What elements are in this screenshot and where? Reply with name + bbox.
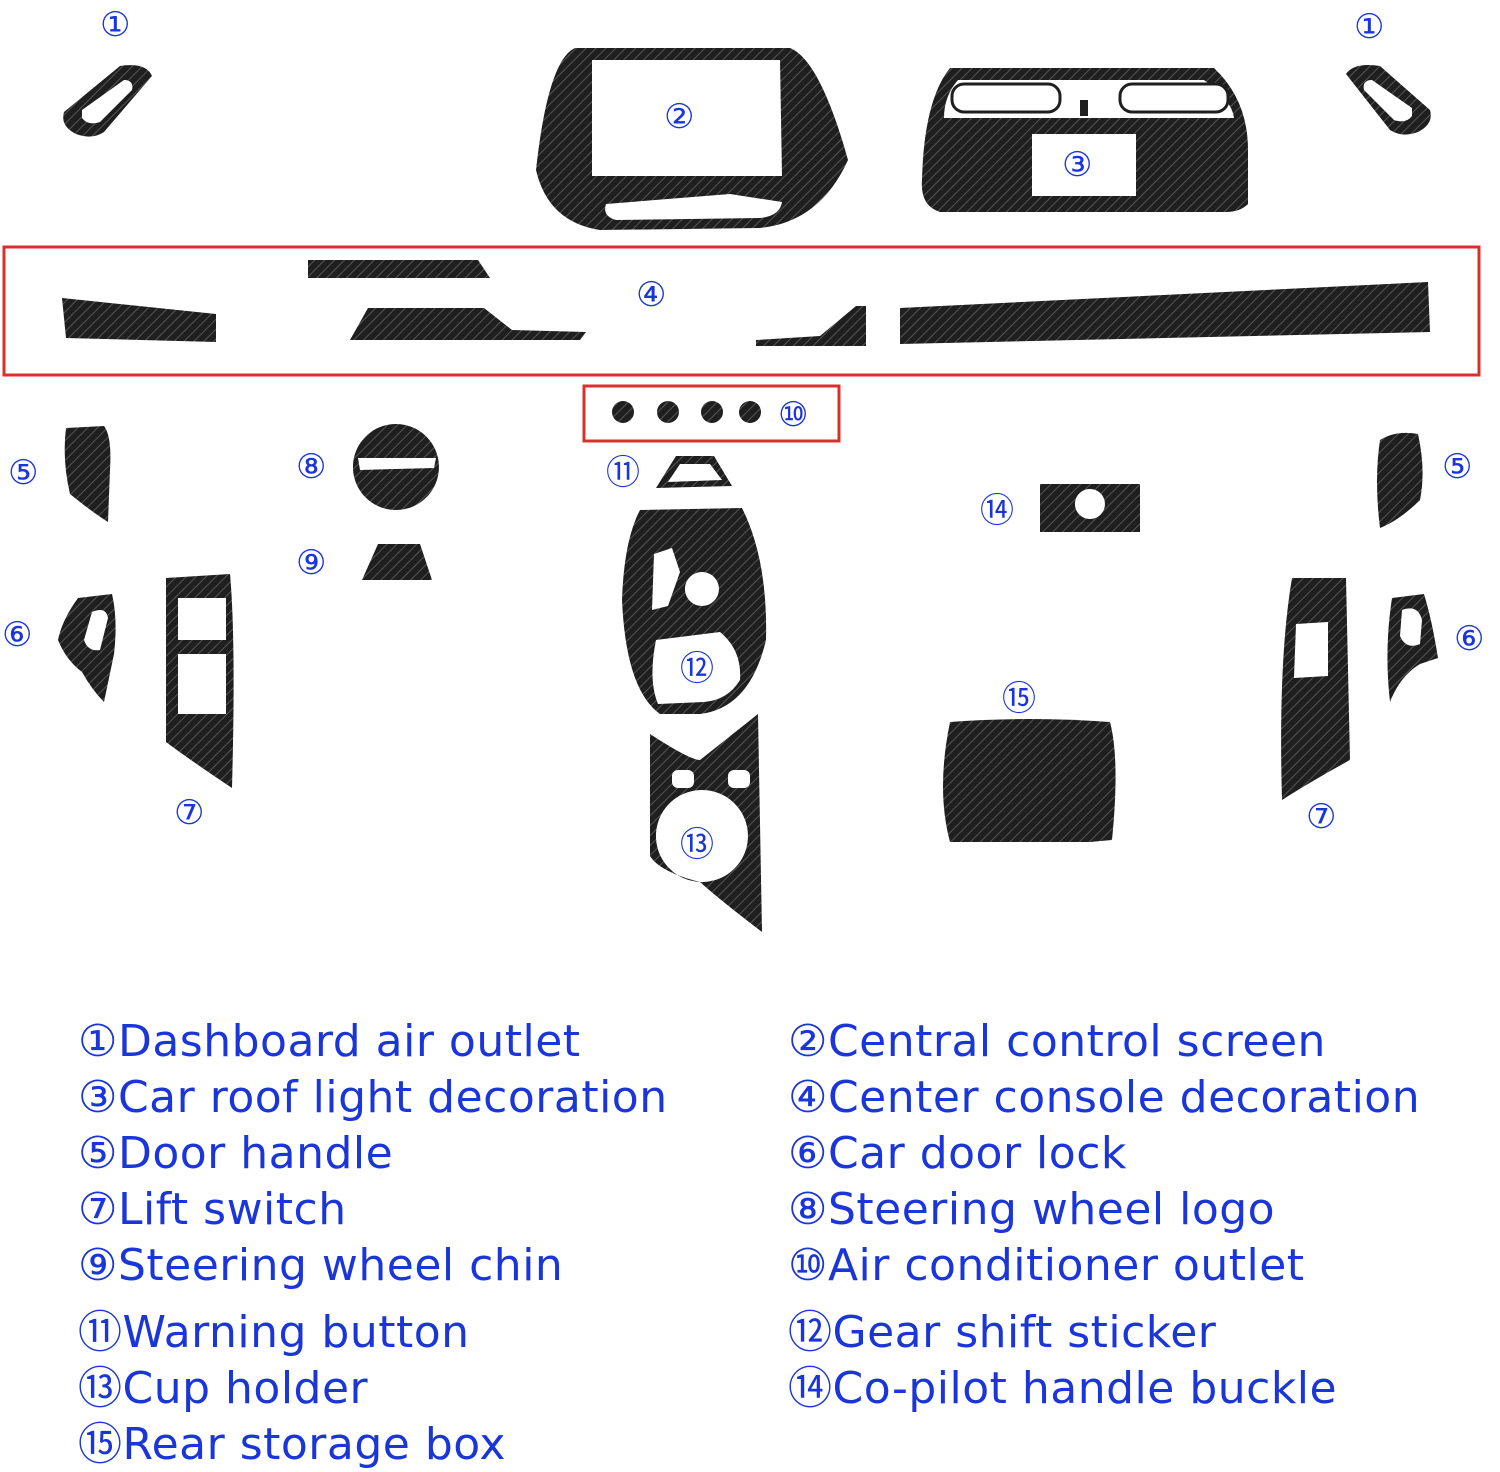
center-console-highlight-box xyxy=(2,245,1481,377)
callout-4: ④ xyxy=(636,275,666,315)
cup-holder-part xyxy=(650,714,762,932)
air-conditioner-outlet-dots xyxy=(612,401,761,423)
console-strip-2 xyxy=(308,260,490,278)
legend-item-15: ⑮Rear storage box xyxy=(78,1419,506,1470)
legend-item-14: ⑭Co-pilot handle buckle xyxy=(788,1363,1338,1414)
callout-1-left: ① xyxy=(100,5,130,45)
legend-item-13: ⑬Cup holder xyxy=(78,1363,369,1414)
callout-1-right: ① xyxy=(1354,7,1384,47)
legend-item-10: ⑩Air conditioner outlet xyxy=(788,1240,1305,1291)
callout-labels: ① ① ② ③ ④ ⑤ ⑤ ⑥ ⑥ ⑦ ⑦ ⑧ ⑨ ⑩ ⑪ ⑫ ⑬ ⑭ ⑮ xyxy=(2,5,1484,865)
door-handle-left xyxy=(64,426,111,522)
air-conditioner-outlet-highlight-box xyxy=(582,384,841,443)
legend-item-4: ④Center console decoration xyxy=(788,1072,1421,1123)
console-strip-4 xyxy=(756,306,866,346)
central-control-screen-part xyxy=(536,48,848,230)
co-pilot-handle-buckle-part xyxy=(1040,484,1140,532)
center-console-strips xyxy=(62,260,1430,346)
dashboard-air-outlet-right xyxy=(1346,65,1431,135)
car-door-lock-left xyxy=(58,594,116,702)
lift-switch-left xyxy=(166,574,234,788)
cup-holder-notches xyxy=(672,770,750,788)
callout-5-left: ⑤ xyxy=(8,453,38,493)
dashboard-air-outlet-left xyxy=(63,65,153,137)
callout-13: ⑬ xyxy=(680,825,714,865)
roof-light-decoration-part xyxy=(921,68,1248,212)
callout-3: ③ xyxy=(1062,145,1092,185)
callout-10: ⑩ xyxy=(778,395,808,435)
callout-12: ⑫ xyxy=(680,649,714,689)
callout-6-right: ⑥ xyxy=(1454,619,1484,659)
callout-9: ⑨ xyxy=(296,543,326,583)
console-strip-1 xyxy=(62,298,216,342)
roof-light-lenses xyxy=(950,82,1230,116)
warning-button-part xyxy=(656,456,732,488)
steering-wheel-chin-part xyxy=(362,544,432,580)
rear-storage-box-part xyxy=(943,719,1116,842)
legend-item-2: ②Central control screen xyxy=(788,1016,1326,1067)
legend-item-12: ⑫Gear shift sticker xyxy=(788,1307,1217,1358)
legend-item-7: ⑦Lift switch xyxy=(78,1184,347,1235)
lift-switch-right xyxy=(1281,578,1350,800)
legend-item-1: ①Dashboard air outlet xyxy=(78,1016,581,1067)
legend-item-9: ⑨Steering wheel chin xyxy=(78,1240,564,1291)
callout-14: ⑭ xyxy=(980,491,1014,531)
callout-15: ⑮ xyxy=(1002,679,1036,719)
callout-7-left: ⑦ xyxy=(174,793,204,833)
legend-item-11: ⑪Warning button xyxy=(78,1307,470,1358)
legend-item-8: ⑧Steering wheel logo xyxy=(788,1184,1276,1235)
steering-wheel-logo-part xyxy=(352,424,439,510)
door-handle-right xyxy=(1377,432,1423,528)
callout-7-right: ⑦ xyxy=(1306,797,1336,837)
callout-8: ⑧ xyxy=(296,447,326,487)
callout-11: ⑪ xyxy=(606,453,640,493)
callout-6-left: ⑥ xyxy=(2,615,32,655)
legend-item-6: ⑥Car door lock xyxy=(788,1128,1127,1179)
legend-item-5: ⑤Door handle xyxy=(78,1128,394,1179)
console-strip-5 xyxy=(900,282,1430,344)
console-strip-3 xyxy=(350,308,586,340)
gear-shift-sticker-part xyxy=(622,508,767,714)
parts-diagram: ① ① ② ③ ④ ⑤ ⑤ ⑥ ⑥ ⑦ ⑦ ⑧ ⑨ ⑩ ⑪ ⑫ ⑬ ⑭ ⑮ xyxy=(2,5,1484,932)
callout-2: ② xyxy=(664,97,694,137)
legend-item-3: ③Car roof light decoration xyxy=(78,1072,668,1123)
car-door-lock-right xyxy=(1387,594,1438,702)
callout-5-right: ⑤ xyxy=(1442,447,1472,487)
